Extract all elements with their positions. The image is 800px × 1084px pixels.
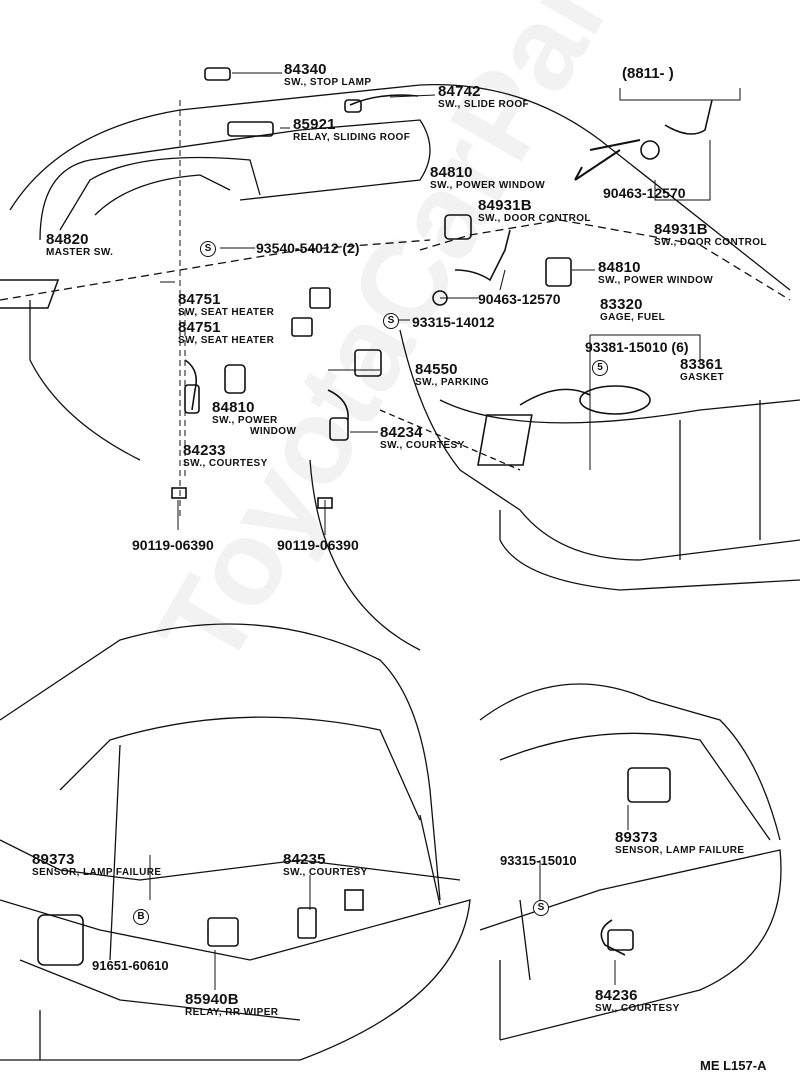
part-label-93315-14012: 93315-14012 [412, 314, 495, 330]
symbol-5-93381: 5 [592, 360, 608, 376]
rr-wiper-relay-drawing [207, 917, 239, 947]
part-label-93540: 93540-54012 (2) [256, 240, 360, 256]
reference-code: ME L157-A [700, 1058, 767, 1073]
part-label-90119-b: 90119-06390 [277, 537, 359, 553]
parking-switch-drawing [354, 349, 382, 377]
symbol-s-93315-14012: S [383, 313, 399, 329]
slide-roof-switch-drawing [349, 94, 419, 106]
power-window-switch-b-drawing [545, 257, 572, 287]
part-drawings [0, 67, 713, 966]
stop-lamp-switch-drawing [204, 67, 231, 81]
part-label-93381: 93381-15010 (6) [585, 339, 689, 355]
screw-90119-b-drawing [317, 497, 333, 509]
symbol-b-91651: B [133, 909, 149, 925]
door-control-b-drawing [454, 229, 511, 282]
sedan-rear-outline [479, 683, 782, 1041]
door-control-switch-right-drawing [664, 99, 713, 135]
symbol-s-93540: S [200, 241, 216, 257]
lamp-failure-sensor-b-drawing [627, 767, 671, 803]
courtesy-switch-84233-drawing [184, 359, 198, 411]
part-label-90463-right: 90463-12570 [603, 185, 686, 201]
fuel-gage-drawing [579, 385, 651, 415]
screw-90119-a-drawing [171, 487, 187, 499]
leader-lines [149, 72, 741, 990]
part-label-93315-15010: 93315-15010 [500, 853, 577, 868]
courtesy-switch-84234-drawing [327, 389, 349, 421]
seat-heater-switch-b-drawing [291, 317, 313, 337]
seat-heater-switch-a-drawing [309, 287, 331, 309]
sliding-roof-relay-drawing [227, 121, 274, 137]
courtesy-84235-drawing [297, 907, 317, 939]
power-window-switch-c-drawing [224, 364, 246, 394]
part-label-90119-a: 90119-06390 [132, 537, 214, 553]
master-switch-drawing [0, 279, 60, 309]
lamp-failure-sensor-a-drawing [37, 914, 84, 966]
clamp-90463-left-drawing [432, 290, 448, 306]
symbol-s-93315-15010: S [533, 900, 549, 916]
sedan-body-outline [0, 83, 800, 651]
door-control-a-drawing [444, 214, 472, 240]
date-range-label: (8811- ) [622, 65, 674, 82]
clamp-90463-right-drawing [640, 140, 660, 160]
part-label-91651: 91651-60610 [92, 958, 169, 973]
part-label-90463-left: 90463-12570 [478, 291, 561, 307]
wagon-body-outline [0, 623, 471, 1061]
courtesy-84236-drawing [600, 919, 626, 956]
